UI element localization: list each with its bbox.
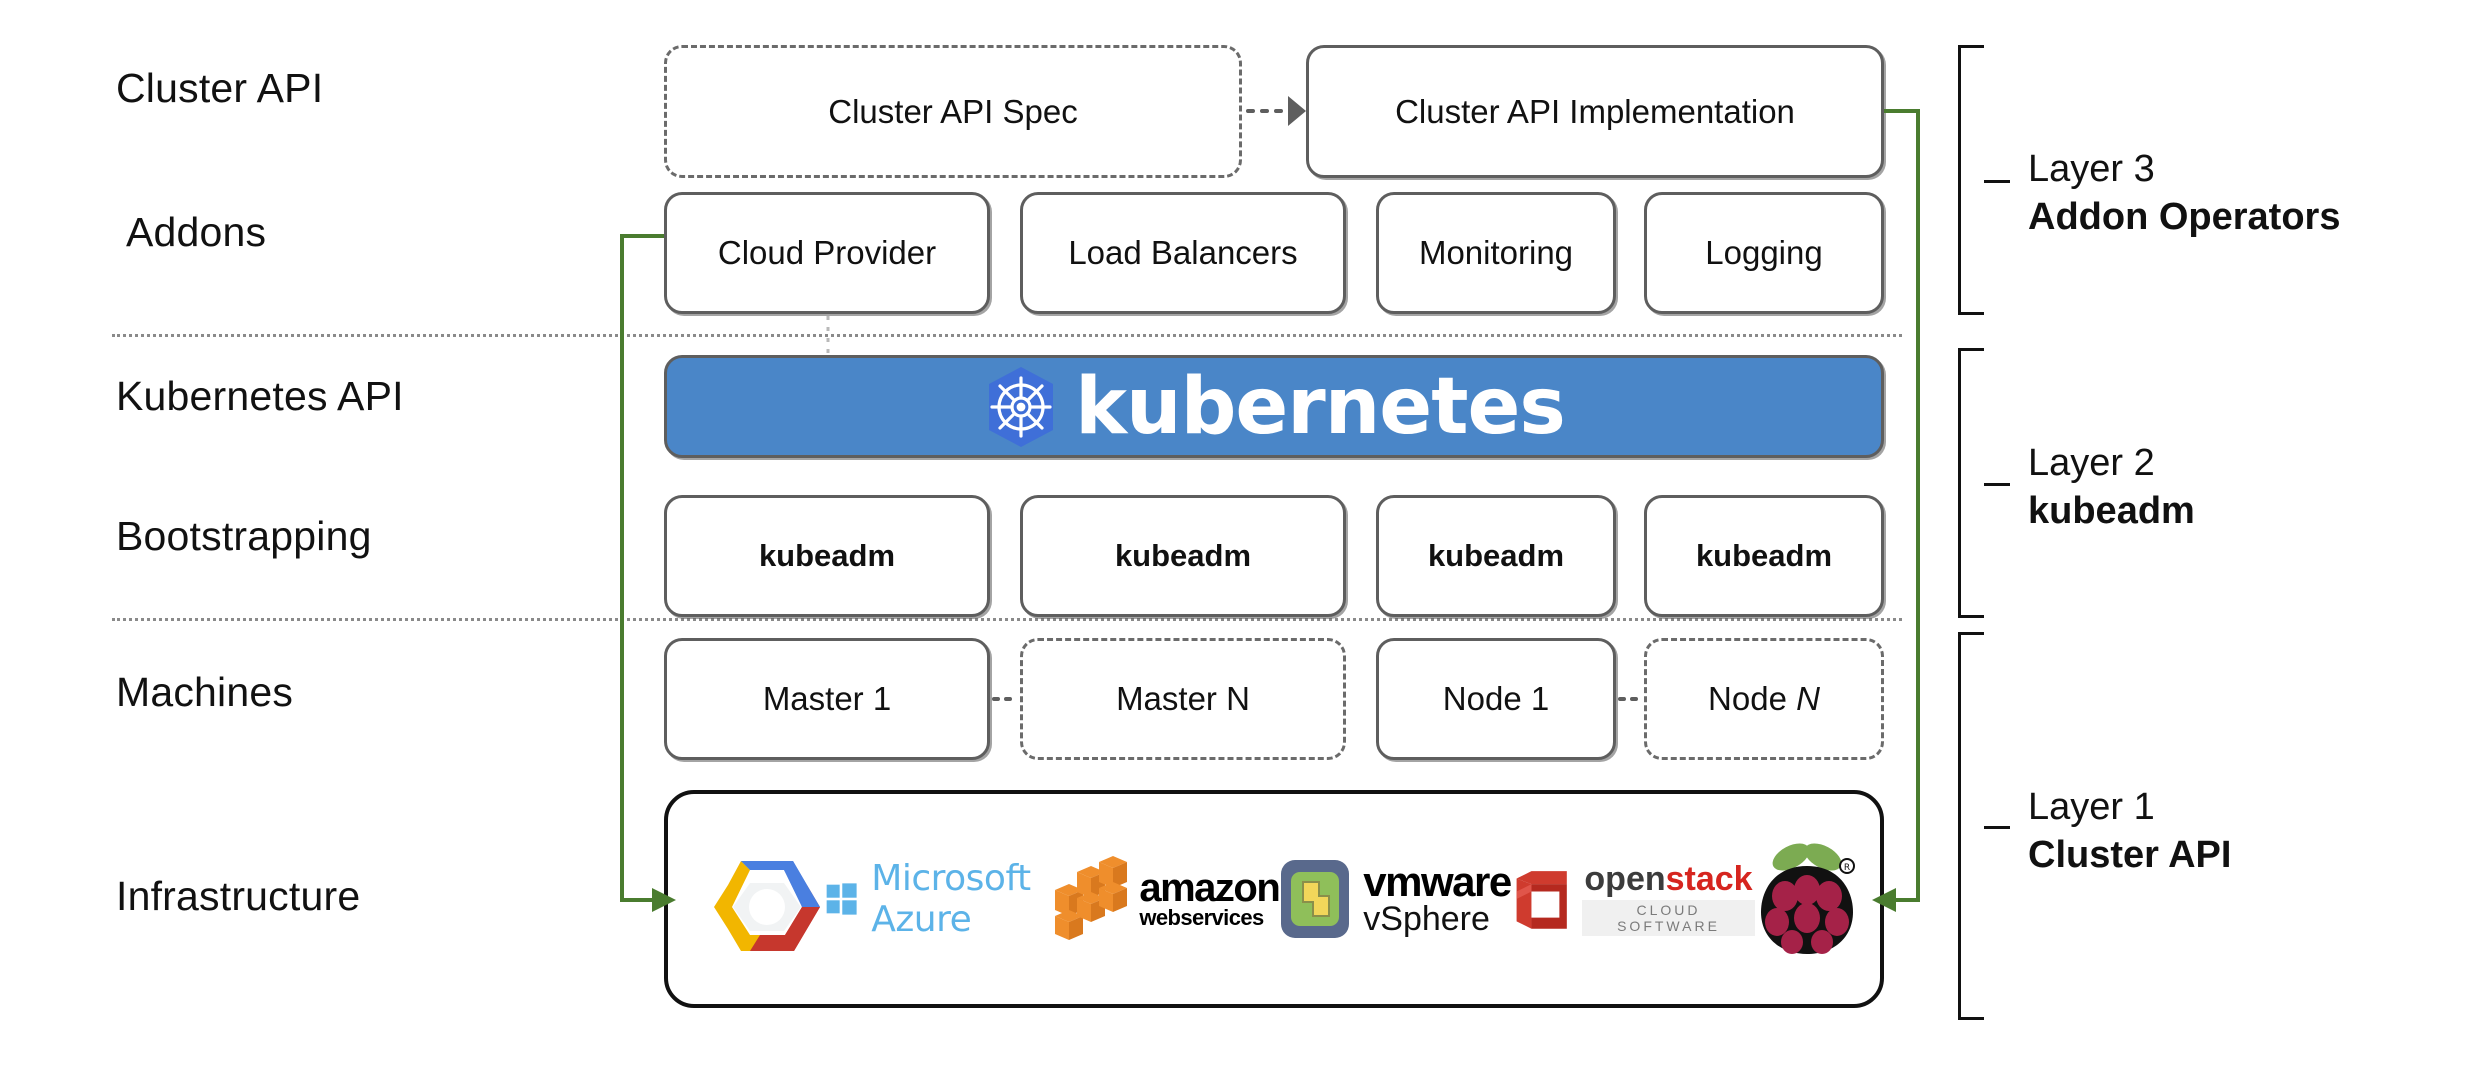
openstack-wordmark-open: open (1584, 860, 1666, 898)
machine-label-node-1: Node 1 (1442, 680, 1550, 718)
kubernetes-banner[interactable]: kubernetes (664, 355, 1884, 458)
row-label-cluster-api: Cluster API (116, 65, 324, 111)
cluster-api-spec-box[interactable]: Cluster API Spec (664, 45, 1242, 178)
vmware-wordmark-bottom: vSphere (1363, 899, 1490, 938)
provider-microsoft-azure[interactable]: Microsoft Azure (826, 858, 1047, 940)
layer-bracket-2-nub (1984, 483, 2010, 486)
layer-1-line2: Cluster API (2028, 833, 2232, 876)
bootstrap-label-2: kubeadm (1114, 538, 1252, 574)
provider-google-cloud-platform[interactable] (708, 843, 826, 955)
layer-2-line2: kubeadm (2028, 489, 2195, 532)
addon-label-cloud-provider: Cloud Provider (717, 234, 937, 272)
aws-wordmark-top: amazon (1139, 866, 1280, 910)
azure-wordmark: Microsoft Azure (871, 858, 1031, 940)
bootstrap-label-4: kubeadm (1695, 538, 1833, 574)
row-label-infrastructure: Infrastructure (116, 873, 361, 919)
machine-box-master-n[interactable]: Master N (1020, 638, 1346, 760)
row-label-machines: Machines (116, 669, 294, 715)
infrastructure-box[interactable]: Microsoft Azure amazon webservices (664, 790, 1884, 1008)
layer-caption-1: Layer 1 Cluster API (2028, 784, 2231, 879)
vmware-wordmark-top: vmware (1363, 858, 1512, 906)
google-cloud-icon (714, 861, 820, 951)
machine-box-master-1[interactable]: Master 1 (664, 638, 990, 760)
machine-box-node-n[interactable]: Node N (1644, 638, 1884, 760)
aws-cubes-icon (1055, 856, 1128, 940)
layer-1-line1: Layer 1 (2028, 786, 2155, 828)
layer-2-line1: Layer 2 (2028, 442, 2155, 484)
machine-box-node-1[interactable]: Node 1 (1376, 638, 1616, 760)
microsoft-windows-icon (826, 883, 857, 915)
layer-3-line2: Addon Operators (2028, 195, 2341, 238)
openstack-wordmark: openstack (1584, 862, 1752, 896)
layer-bracket-3 (1958, 45, 2010, 315)
layer-separator-top (112, 334, 1902, 337)
machine-label-master-n: Master N (1116, 680, 1250, 718)
spec-to-implementation-arrow (1246, 96, 1306, 126)
layer-bracket-2 (1958, 348, 2010, 618)
addon-box-logging[interactable]: Logging (1644, 192, 1884, 314)
addon-label-monitoring: Monitoring (1418, 234, 1574, 272)
layer-bracket-1 (1958, 632, 2010, 1020)
provider-openstack[interactable]: openstack CLOUD SOFTWARE (1511, 861, 1755, 937)
layer-separator-bottom (112, 618, 1902, 621)
svg-text:R: R (1844, 863, 1850, 873)
vmware-vsphere-icon (1281, 860, 1350, 938)
machine-label-node-n: Node N (1708, 680, 1820, 718)
layer-3-line1: Layer 3 (2028, 148, 2155, 190)
openstack-wordmark-stack: stack (1665, 860, 1753, 898)
row-label-bootstrapping: Bootstrapping (116, 513, 372, 559)
raspberry-pi-icon: R (1760, 843, 1855, 954)
machine-label-node-n-text: Node (1708, 680, 1797, 718)
bootstrap-box-2[interactable]: kubeadm (1020, 495, 1346, 617)
openstack-icon (1516, 871, 1567, 929)
row-label-kubernetes-api: Kubernetes API (116, 373, 404, 419)
cluster-api-spec-label: Cluster API Spec (828, 92, 1078, 130)
layer-bracket-3-nub (1984, 180, 2010, 183)
machine-label-node-n-italic: N (1796, 680, 1820, 718)
row-label-addons: Addons (126, 209, 267, 255)
addon-label-logging: Logging (1705, 234, 1823, 272)
addon-label-load-balancers: Load Balancers (1068, 234, 1298, 272)
bootstrap-label-3: kubeadm (1427, 538, 1565, 574)
machine-label-master-1: Master 1 (762, 680, 892, 718)
aws-wordmark-bottom: webservices (1139, 905, 1264, 930)
provider-raspberry-pi[interactable]: R (1755, 840, 1859, 958)
bootstrap-box-1[interactable]: kubeadm (664, 495, 990, 617)
bootstrap-label-1: kubeadm (758, 538, 896, 574)
cluster-api-implementation-box[interactable]: Cluster API Implementation (1306, 45, 1884, 178)
addon-box-monitoring[interactable]: Monitoring (1376, 192, 1616, 314)
bootstrap-box-4[interactable]: kubeadm (1644, 495, 1884, 617)
addon-box-cloud-provider[interactable]: Cloud Provider (664, 192, 990, 314)
cluster-api-implementation-label: Cluster API Implementation (1395, 92, 1795, 130)
layer-caption-2: Layer 2 kubeadm (2028, 440, 2195, 535)
openstack-tagline: CLOUD SOFTWARE (1582, 900, 1755, 936)
provider-amazon-web-services[interactable]: amazon webservices (1047, 856, 1281, 942)
kubernetes-logo-icon (983, 365, 1059, 449)
kubernetes-wordmark: kubernetes (1075, 361, 1566, 452)
addon-box-load-balancers[interactable]: Load Balancers (1020, 192, 1346, 314)
layer-caption-3: Layer 3 Addon Operators (2028, 146, 2340, 241)
layer-bracket-1-nub (1984, 826, 2010, 829)
bootstrap-box-3[interactable]: kubeadm (1376, 495, 1616, 617)
provider-vmware-vsphere[interactable]: vmware vSphere (1279, 858, 1512, 940)
